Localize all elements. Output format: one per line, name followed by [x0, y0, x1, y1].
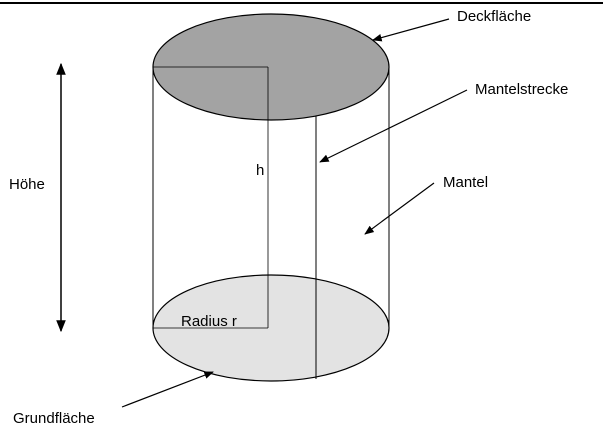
base-face-pointer-arrow — [121, 371, 214, 408]
lateral-pointer-arrow — [364, 182, 435, 235]
height-label: h — [256, 162, 264, 179]
top-face-label: Deckfläche — [457, 8, 531, 25]
lateral-surface-label: Mantel — [443, 174, 488, 191]
generatrix-pointer-arrow — [319, 89, 468, 163]
height-side-label: Höhe — [9, 176, 45, 193]
top-face-pointer-arrow — [372, 18, 450, 42]
radius-label: Radius r — [181, 313, 237, 330]
base-face-label: Grundfläche — [13, 410, 95, 427]
generatrix-label: Mantelstrecke — [475, 81, 568, 98]
